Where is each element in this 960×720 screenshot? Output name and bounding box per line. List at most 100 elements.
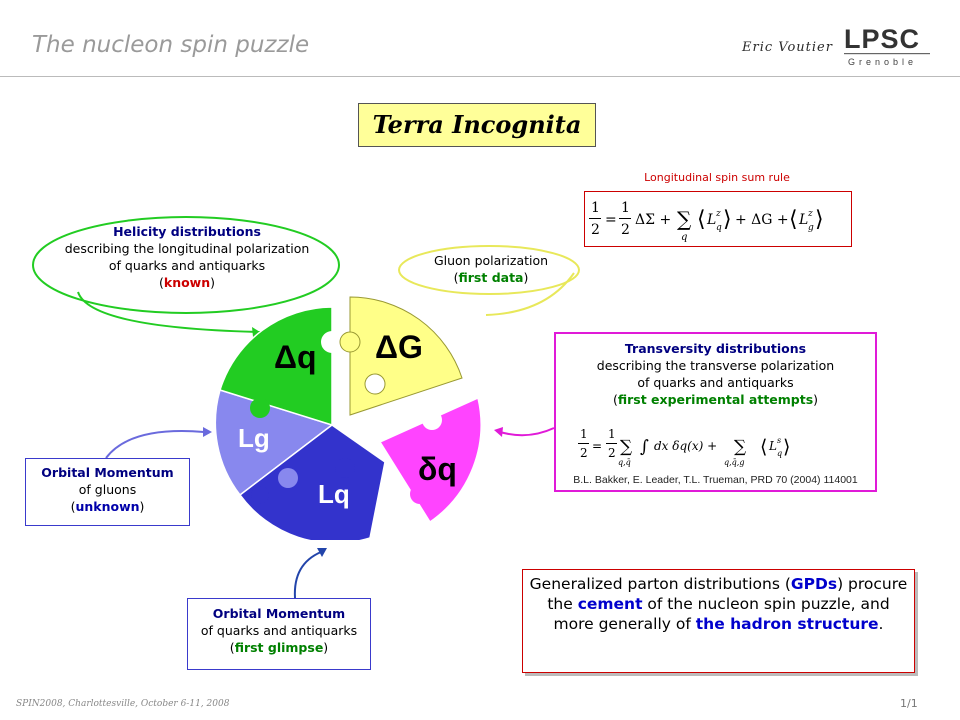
orbital-quarks-text: Orbital Momentum of quarks and antiquark…: [187, 605, 371, 656]
transversity-line2: of quarks and antiquarks: [637, 375, 794, 390]
svg-text:g: g: [808, 223, 814, 233]
sum-rule-label: Longitudinal spin sum rule: [644, 171, 790, 184]
svg-text:q,q̄: q,q̄: [618, 458, 631, 467]
helicity-line2: of quarks and antiquarks: [108, 258, 266, 273]
gluon-status: first data: [458, 270, 524, 285]
svg-text:2: 2: [580, 446, 588, 460]
piece-label-delta-q: Δq: [274, 339, 317, 375]
logo-main-text: LPSC: [844, 24, 920, 54]
gpd-hadron: the hadron structure: [695, 615, 879, 633]
svg-text:1: 1: [608, 427, 616, 441]
transversity-title: Transversity distributions: [624, 341, 807, 356]
orbital-quarks-box: [187, 598, 371, 670]
gpd-cement: cement: [577, 595, 643, 613]
puzzle-piece-lq: [238, 424, 386, 540]
puzzle-piece-delta-q: [219, 306, 333, 427]
piece-label-lq: Lq: [318, 479, 350, 509]
gpd-note-text: Generalized parton distributions (GPDs) …: [526, 574, 911, 634]
orbital-gluons-box: [25, 458, 190, 526]
helicity-status-line: (known): [158, 275, 216, 290]
transversity-status-line: (first experimental attempts): [612, 392, 819, 407]
gpd-t1: Generalized parton distributions (: [529, 575, 791, 593]
orbital-gluons-status: unknown: [75, 499, 140, 514]
svg-text:q: q: [716, 223, 722, 233]
svg-text:⟩: ⟩: [723, 207, 732, 232]
svg-text:⟩: ⟩: [815, 207, 824, 232]
svg-text:2: 2: [608, 446, 616, 460]
gpd-gpds: GPDs: [790, 575, 838, 593]
author-name: Eric Voutier: [742, 40, 833, 55]
svg-text:+ ΔG +: + ΔG +: [735, 212, 789, 228]
piece-label-lg: Lg: [238, 423, 270, 453]
gluon-status-line: (first data): [453, 270, 529, 285]
helicity-status: known: [163, 275, 211, 290]
svg-text:=: =: [592, 439, 602, 453]
helicity-line1: describing the longitudinal polarization: [64, 241, 310, 256]
orbital-quarks-status-line: (first glimpse): [229, 640, 329, 655]
gluon-text: Gluon polarization (first data): [404, 252, 578, 286]
piece-label-small-delta-q: δq: [418, 451, 457, 487]
svg-text:1: 1: [580, 427, 588, 441]
svg-text:L: L: [798, 212, 808, 228]
orbital-quarks-status: first glimpse: [234, 640, 324, 655]
puzzle-piece-small-delta-q: [378, 396, 482, 524]
transversity-text: Transversity distributions describing th…: [556, 340, 875, 408]
lpsc-logo: LPSC Grenoble: [844, 24, 930, 67]
gpd-t4: .: [878, 615, 884, 633]
svg-text:⟨: ⟨: [697, 207, 706, 232]
orbital-quarks-title: Orbital Momentum: [212, 606, 346, 621]
orbital-gluons-title: Orbital Momentum: [41, 465, 174, 480]
svg-text:ΔΣ +: ΔΣ +: [635, 212, 671, 228]
helicity-text: Helicity distributions describing the lo…: [40, 223, 334, 291]
gpd-t2: ) procure the: [547, 575, 908, 613]
gpd-t3: of the nucleon spin puzzle, and more gen…: [553, 595, 890, 633]
terra-incognita-banner: Terra Incognita: [358, 103, 596, 147]
transversity-box: [554, 332, 877, 492]
svg-text:z: z: [715, 209, 721, 219]
svg-text:⟨: ⟨: [760, 436, 767, 458]
transversity-line1: describing the transverse polarization: [596, 358, 835, 373]
page-number: 1/1: [900, 697, 918, 710]
helicity-callout-bubble: [32, 216, 340, 337]
svg-text:2: 2: [591, 222, 600, 238]
transversity-arrow: [494, 427, 555, 437]
svg-text:∫: ∫: [640, 437, 649, 457]
svg-text:1: 1: [621, 200, 630, 216]
footer-conference: SPIN2008, Charlottesville, October 6-11,…: [16, 699, 230, 709]
svg-text:s: s: [777, 436, 781, 445]
svg-text:=: =: [605, 212, 617, 228]
svg-text:L: L: [768, 439, 777, 453]
orbital-gluons-status-line: (unknown): [70, 499, 145, 514]
svg-text:1: 1: [591, 200, 600, 216]
svg-text:q,q̄,g: q,q̄,g: [724, 458, 744, 467]
orbital-gluons-text: Orbital Momentum of gluons (unknown): [25, 464, 190, 515]
piece-label-delta-g: ΔG: [375, 329, 423, 365]
helicity-title: Helicity distributions: [113, 224, 261, 239]
gpd-note-box: [522, 569, 915, 673]
slide-title: The nucleon spin puzzle: [32, 32, 310, 58]
svg-text:L: L: [706, 212, 716, 228]
spin-puzzle-pie: Δq ΔG δq Lq Lg: [214, 296, 482, 540]
logo-sub-text: Grenoble: [848, 57, 917, 67]
svg-text:⟩: ⟩: [783, 436, 790, 458]
svg-text:q: q: [777, 449, 782, 458]
svg-text:z: z: [807, 209, 813, 219]
orbital-gluons-arrow: [105, 427, 212, 459]
orbital-quarks-line1: of quarks and antiquarks: [200, 623, 358, 638]
svg-text:q: q: [681, 232, 687, 243]
svg-text:∑: ∑: [677, 207, 692, 231]
gluon-callout-bubble: [398, 245, 580, 316]
orbital-quarks-arrow: [293, 548, 327, 599]
svg-text:⟨: ⟨: [789, 207, 798, 232]
transversity-status: first experimental attempts: [617, 392, 814, 407]
svg-text:dx δq(x) +: dx δq(x) +: [654, 439, 717, 453]
svg-text:∑: ∑: [734, 437, 746, 457]
header-divider: [0, 76, 960, 77]
svg-text:∑: ∑: [620, 437, 632, 457]
gluon-title: Gluon polarization: [433, 253, 549, 268]
svg-text:2: 2: [621, 222, 630, 238]
orbital-gluons-line1: of gluons: [78, 482, 137, 497]
